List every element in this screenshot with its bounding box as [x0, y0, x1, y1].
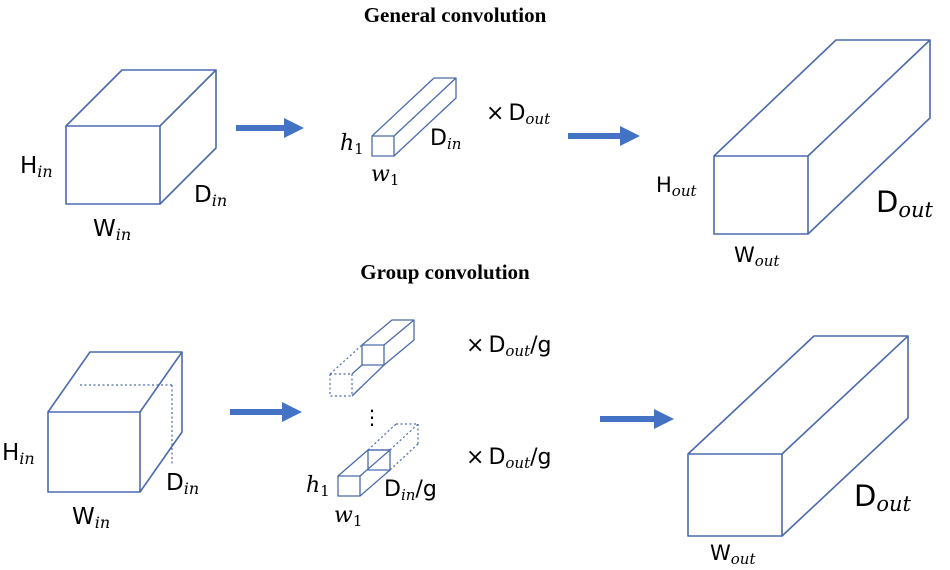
- general-output-width-label: Wout: [734, 243, 780, 270]
- group-kernel-width-label: w1: [334, 503, 362, 530]
- group-convolution-title: Group convolution: [360, 260, 530, 284]
- general-kernel-width-label: w1: [371, 162, 399, 189]
- general-input-depth-label: Din: [194, 182, 227, 210]
- general-input-height-label: Hin: [20, 153, 53, 181]
- group-input-cube: [47, 351, 183, 493]
- general-arrow-2: [568, 126, 640, 146]
- general-kernel: [371, 77, 457, 157]
- group-input-width-label: Win: [72, 504, 110, 532]
- group-input-depth-label: Din: [166, 470, 199, 498]
- group-arrow-2: [600, 409, 674, 429]
- group-kernel-1-multiplier: ×Dout/g: [466, 333, 552, 360]
- group-kernel-1: [329, 319, 415, 397]
- general-kernel-height-label: h1: [340, 131, 364, 158]
- group-output-box: [687, 335, 909, 537]
- general-kernel-multiplier: ×Dout: [486, 101, 551, 128]
- general-input-cube: [65, 69, 217, 205]
- general-output-height-label: Hout: [656, 173, 697, 200]
- group-output-width-label: Wout: [710, 541, 756, 568]
- group-kernel-2: [337, 423, 419, 497]
- general-input-width-label: Win: [93, 216, 131, 244]
- general-arrow-1: [236, 118, 304, 138]
- general-output-depth-label: Dout: [876, 185, 934, 222]
- group-arrow-1: [230, 402, 302, 422]
- general-kernel-depth-label: Din: [430, 126, 461, 153]
- group-kernel-2-multiplier: ×Dout/g: [466, 445, 552, 472]
- group-output-depth-label: Dout: [854, 479, 912, 516]
- general-convolution-title: General convolution: [364, 3, 547, 27]
- group-kernel-ellipsis: ⋮: [362, 405, 382, 429]
- group-input-height-label: Hin: [2, 440, 35, 468]
- group-kernel-height-label: h1: [306, 473, 330, 500]
- general-output-box: [713, 39, 931, 235]
- group-kernel-depth-label: Din/g: [384, 477, 437, 504]
